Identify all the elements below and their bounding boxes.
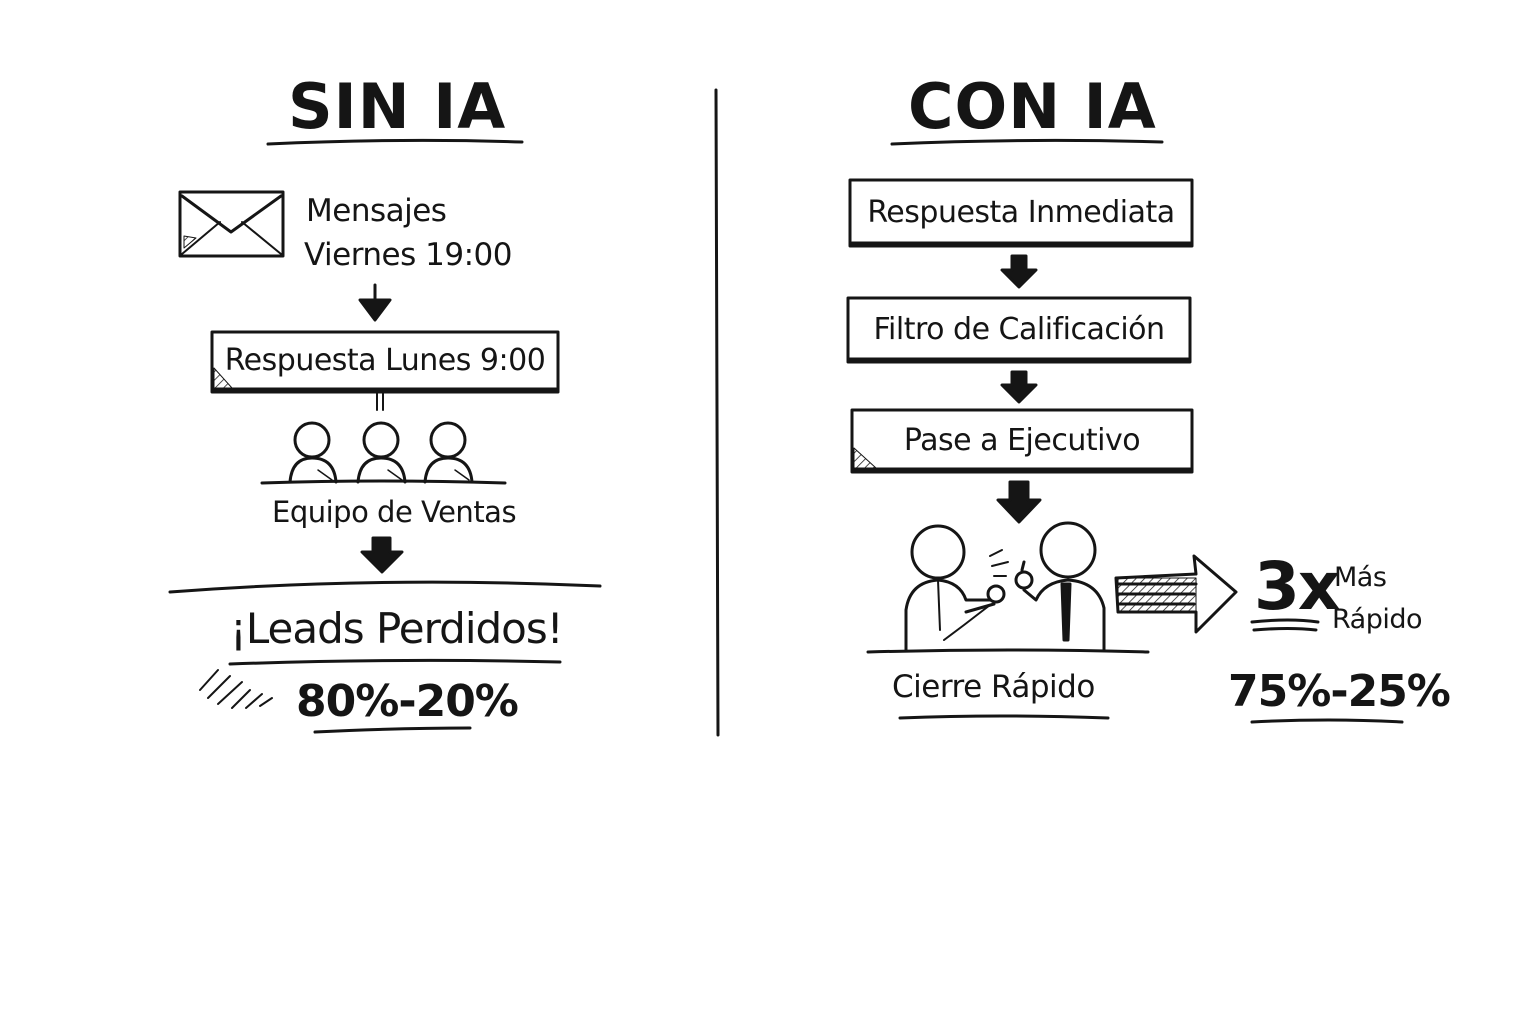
step-box-frame-2	[846, 296, 1192, 364]
message-label-line2: Viernes 19:00	[304, 237, 512, 273]
left-response-box-frame	[210, 330, 560, 394]
right-title: CON IA	[908, 70, 1157, 143]
left-ratio: 80%-20%	[296, 676, 519, 727]
lost-leads-label: ¡Leads Perdidos!	[230, 604, 564, 653]
step-box-label-2: Filtro de Calificación	[873, 312, 1165, 347]
sales-team-label: Equipo de Ventas	[272, 495, 517, 529]
step-box-frame-1	[848, 178, 1194, 248]
right-title-underline	[890, 138, 1164, 146]
left-response-box-label: Respuesta Lunes 9:00	[224, 343, 546, 378]
handshake-people-icon	[866, 521, 1150, 654]
arrow-down-icon	[1000, 370, 1038, 404]
step-box-label-3: Pase a Ejecutivo	[903, 423, 1141, 458]
left-title: SIN IA	[288, 70, 507, 143]
center-divider	[714, 88, 720, 737]
envelope-icon	[178, 190, 285, 258]
fast-close-label: Cierre Rápido	[892, 669, 1095, 705]
right-ratio: 75%-25%	[1228, 666, 1451, 717]
hatch-marks	[199, 669, 273, 709]
arrow-down-icon	[358, 283, 392, 322]
step-box-label-1: Respuesta Inmediata	[867, 195, 1175, 230]
speed-multiplier: 3x	[1254, 548, 1340, 625]
people-group-icon	[260, 421, 507, 485]
arrow-down-icon	[1000, 254, 1038, 289]
arrow-down-icon	[996, 480, 1042, 524]
speed-label-line1: Más	[1334, 562, 1387, 593]
left-title-underline	[266, 138, 524, 146]
arrow-down-icon	[360, 536, 404, 574]
message-label-line1: Mensajes	[306, 193, 447, 229]
step-box-frame-3	[850, 408, 1194, 474]
speed-label-line2: Rápido	[1332, 604, 1423, 635]
big-right-arrow-icon	[1114, 554, 1238, 634]
